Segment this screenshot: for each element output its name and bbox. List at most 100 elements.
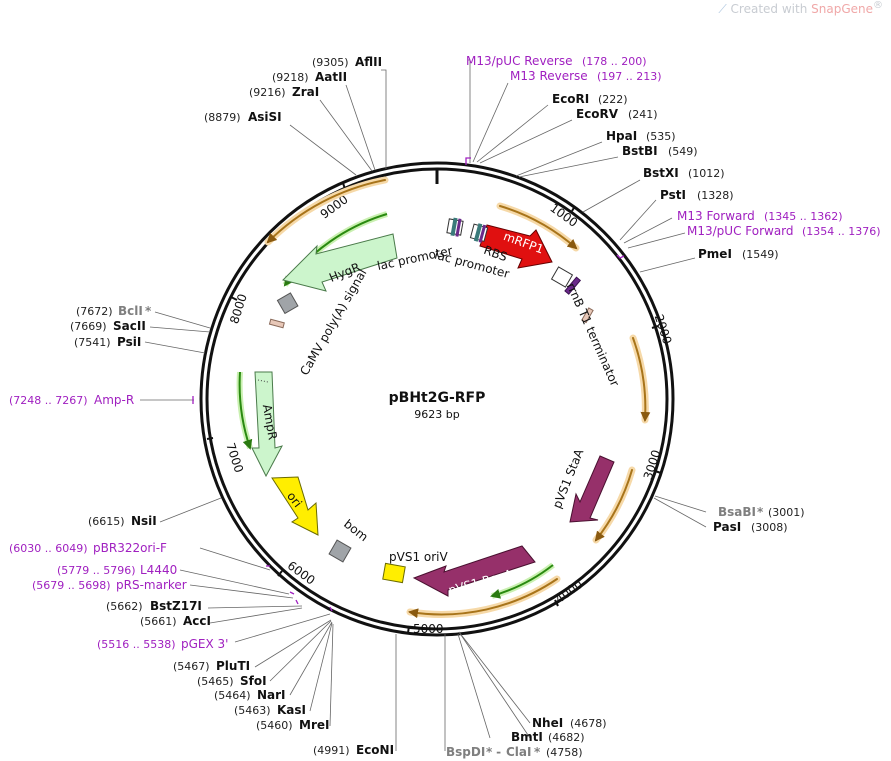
feature-hygr	[282, 233, 398, 292]
svg-text:(4678): (4678)	[570, 717, 607, 730]
snapgene-logo-icon: ⟋	[718, 2, 731, 16]
orf-arc-mrfp1	[499, 205, 578, 250]
svg-text:*: *	[486, 745, 493, 759]
enzyme-sfoi: (5465)SfoI	[197, 674, 267, 688]
svg-text:EcoRV: EcoRV	[576, 107, 619, 121]
svg-text:BsaBI: BsaBI	[718, 505, 756, 519]
primer-labels: M13/pUC Reverse (178 .. 200) M13 Reverse (…	[9, 54, 881, 651]
svg-text:EcoRI: EcoRI	[552, 92, 589, 106]
svg-text:AatII: AatII	[315, 70, 347, 84]
svg-text:PasI: PasI	[713, 520, 741, 534]
primer-pbr322ori-f: (6030 .. 6049)pBR322ori-F	[9, 541, 167, 555]
feature-rrnb-purple	[564, 276, 582, 295]
primer-marks	[192, 157, 625, 612]
feature-pvs1-repa	[412, 545, 536, 597]
enzyme-sacii: (7669)SacII	[70, 319, 146, 333]
feature-small-pink-1	[268, 318, 285, 329]
svg-text:(1345 .. 1362): (1345 .. 1362)	[764, 210, 843, 223]
svg-text:(6615): (6615)	[88, 515, 125, 528]
primer-prs-marker: (5679 .. 5698)pRS-marker	[32, 578, 187, 592]
feature-pvs1-oriv	[382, 562, 406, 584]
svg-text:(535): (535)	[646, 130, 676, 143]
svg-text:ZraI: ZraI	[292, 85, 319, 99]
svg-text:NheI: NheI	[532, 716, 563, 730]
plasmid-name: pBHt2G-RFP	[389, 390, 486, 406]
enzyme-bstz17i: (5662)BstZ17I	[106, 599, 202, 613]
enzyme-nsii: (6615)NsiI	[88, 514, 157, 528]
svg-text:(4682): (4682)	[548, 731, 585, 744]
enzyme-aflii: (9305) AflII	[312, 55, 382, 69]
svg-text:M13 Forward: M13 Forward	[677, 209, 755, 223]
svg-text:(1549): (1549)	[742, 248, 779, 261]
enzyme-nhei: NheI (4678)	[532, 716, 607, 730]
svg-text:ClaI: ClaI	[506, 745, 531, 759]
enzyme-nari: (5464)NarI	[214, 688, 286, 702]
green-arc-ampr	[238, 371, 253, 450]
enzyme-psii: (7541) PsiI	[74, 335, 141, 349]
svg-text:HpaI: HpaI	[606, 129, 637, 143]
lac-promoter-1-icon	[446, 217, 464, 237]
enzyme-acci: (5661)AccI	[140, 614, 211, 628]
enzyme-ecori: EcoRI (222)	[552, 92, 628, 106]
svg-text:(9218): (9218)	[272, 71, 309, 84]
lac-promoter-2-icon	[469, 223, 489, 243]
svg-text:(5779 .. 5796): (5779 .. 5796)	[57, 564, 136, 577]
primer-m13-forward: M13 Forward (1345 .. 1362)	[677, 209, 843, 223]
enzyme-bsabi: BsaBI*(3001)	[718, 505, 805, 519]
svg-text:(222): (222)	[598, 93, 628, 106]
svg-text:PluTI: PluTI	[216, 659, 250, 673]
svg-text:(197 .. 213): (197 .. 213)	[597, 70, 662, 83]
svg-text:(178 .. 200): (178 .. 200)	[582, 55, 647, 68]
svg-text:(7672): (7672)	[76, 305, 113, 318]
svg-text:M13/pUC Forward: M13/pUC Forward	[687, 224, 794, 238]
svg-text:*: *	[145, 304, 152, 318]
orf-arcs	[264, 176, 651, 619]
tick-7000: 7000	[223, 441, 246, 474]
svg-text:Amp-R: Amp-R	[94, 393, 134, 407]
feature-rrnb-box	[550, 266, 574, 288]
svg-text:NarI: NarI	[257, 688, 286, 702]
enzyme-bcli: (7672)BclI*	[76, 304, 152, 318]
feature-ampr	[251, 371, 283, 478]
orf-arc-staa	[594, 469, 633, 542]
svg-text:AflII: AflII	[355, 55, 382, 69]
feature-pvs1-staa	[569, 455, 615, 523]
enzyme-pmei: PmeI(1549)	[698, 247, 779, 261]
enzyme-bstxi: BstXI(1012)	[643, 166, 725, 180]
svg-text:(9216): (9216)	[249, 86, 286, 99]
svg-text:BstZ17I: BstZ17I	[150, 599, 202, 613]
svg-text:(7248 .. 7267): (7248 .. 7267)	[9, 394, 88, 407]
primer-m13-puc-forward: M13/pUC Forward(1354 .. 1376)	[687, 224, 881, 238]
svg-text:(7541): (7541)	[74, 336, 111, 349]
svg-text:KasI: KasI	[277, 703, 306, 717]
enzyme-hpai: HpaI (535)	[606, 129, 676, 143]
watermark-mark: ®	[873, 0, 883, 11]
plasmid-length: 9623 bp	[414, 408, 459, 421]
svg-text:PstI: PstI	[660, 188, 686, 202]
svg-text:BspDI: BspDI	[446, 745, 485, 759]
enzyme-asisi: (8879)AsiSI	[204, 110, 282, 124]
svg-text:SfoI: SfoI	[240, 674, 267, 688]
svg-text:(5679 .. 5698): (5679 .. 5698)	[32, 579, 111, 592]
svg-text:PsiI: PsiI	[117, 335, 141, 349]
svg-text:(5516 .. 5538): (5516 .. 5538)	[97, 638, 176, 651]
svg-text:(9305): (9305)	[312, 56, 349, 69]
svg-text:M13/pUC Reverse: M13/pUC Reverse	[466, 54, 573, 68]
svg-text:(241): (241)	[628, 108, 658, 121]
enzyme-ecorv: EcoRV (241)	[576, 107, 658, 121]
svg-text:(8879): (8879)	[204, 111, 241, 124]
primer-pgex-3: (5516 .. 5538)pGEX 3'	[97, 637, 228, 651]
svg-text:L4440: L4440	[140, 563, 177, 577]
enzyme-pasi: PasI (3008)	[713, 520, 788, 534]
feature-ampr-label: AmpR	[260, 403, 280, 441]
svg-text:(3008): (3008)	[751, 521, 788, 534]
feature-rrnb-label: rrnB T1 terminator	[564, 281, 622, 389]
svg-text:BmtI: BmtI	[511, 730, 543, 744]
enzyme-kasi: (5463)KasI	[234, 703, 306, 717]
feature-ori	[271, 476, 319, 536]
svg-text:*: *	[534, 745, 541, 759]
svg-text:M13 Reverse: M13 Reverse	[510, 69, 588, 83]
enzyme-bstbi: BstBI(549)	[622, 144, 698, 158]
feature-small-pink-2	[581, 307, 594, 324]
